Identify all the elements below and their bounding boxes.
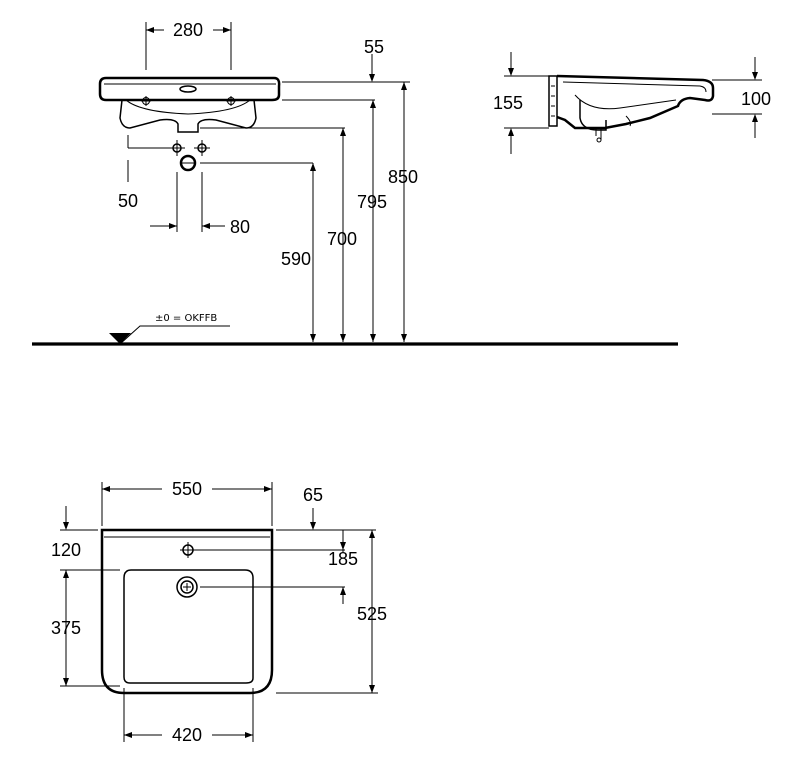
dim-185: 185 xyxy=(328,549,358,569)
dim-850: 850 xyxy=(388,167,418,187)
supply-connection-left xyxy=(169,140,185,156)
tap-hole-front xyxy=(179,85,197,93)
dim-100: 100 xyxy=(741,89,771,109)
floor-level-symbol xyxy=(109,325,230,345)
basin-bowl-inner xyxy=(125,99,251,115)
basin-profile-side xyxy=(556,74,715,130)
top-view: 550 65 120 185 375 525 420 xyxy=(51,479,387,745)
dim-80: 80 xyxy=(230,217,250,237)
dim-375: 375 xyxy=(51,618,81,638)
dim-120: 120 xyxy=(51,540,81,560)
dim-550: 550 xyxy=(172,479,202,499)
basin-bowl-top xyxy=(123,569,254,684)
dim-55: 55 xyxy=(364,37,384,57)
dim-280: 280 xyxy=(173,20,203,40)
floor-level-label: ±0 = OKFFB xyxy=(155,313,217,324)
basin-bowl-front xyxy=(119,99,257,133)
supply-connection-right xyxy=(194,140,210,156)
side-view: 155 100 xyxy=(493,52,771,154)
tap-hole-top xyxy=(180,542,196,558)
basin-trap-side xyxy=(579,100,607,131)
front-view: 280 55 50 80 590 700 795 xyxy=(32,20,678,346)
basin-rim-front xyxy=(98,76,281,102)
dim-65: 65 xyxy=(303,485,323,505)
dim-50: 50 xyxy=(118,191,138,211)
dim-795: 795 xyxy=(357,192,387,212)
dim-590: 590 xyxy=(281,249,311,269)
wall-bracket xyxy=(548,75,558,127)
drain-top xyxy=(176,576,198,598)
dim-155: 155 xyxy=(493,93,523,113)
drain-outlet-front xyxy=(179,154,197,172)
basin-outline-top xyxy=(100,528,274,695)
dim-700: 700 xyxy=(327,229,357,249)
dim-420: 420 xyxy=(172,725,202,745)
dim-525: 525 xyxy=(357,604,387,624)
